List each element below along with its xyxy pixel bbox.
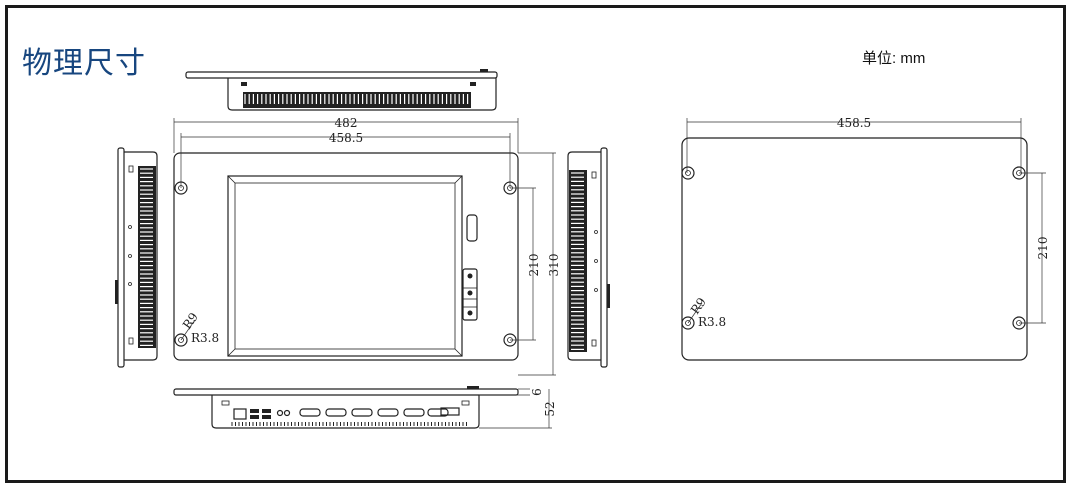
mounting-hole-icon: [681, 316, 695, 330]
bottom-view: 6 52: [173, 386, 557, 429]
dim-corner-radius: R9: [180, 310, 201, 332]
drawing-frame: [5, 5, 1066, 483]
mounting-hole-icon: [681, 166, 695, 180]
serial-port-icon: [351, 408, 373, 417]
serial-port-icon: [427, 408, 449, 417]
back-view: 458.5 210 R9 R3.8: [681, 116, 1050, 361]
dim-overall-depth: 52: [543, 401, 557, 416]
serial-port-icon: [299, 408, 321, 417]
lan-port-icon: [233, 408, 247, 420]
dim-hole-spacing-width: 458.5: [329, 131, 363, 145]
dim-hole-radius: R3.8: [191, 331, 219, 345]
mounting-hole-icon: [174, 333, 188, 347]
back-dim-corner-radius: R9: [688, 295, 709, 317]
dim-hole-spacing-height: 210: [527, 254, 541, 277]
dim-overall-height: 310: [547, 254, 561, 277]
top-view: [185, 69, 498, 111]
back-dim-hole-radius: R3.8: [698, 315, 726, 329]
dim-overall-width: 482: [335, 116, 358, 130]
control-buttons-panel: [462, 268, 478, 321]
mounting-holes: [681, 166, 1026, 330]
unit-label: 单位: mm: [862, 50, 926, 67]
serial-port-icon: [325, 408, 347, 417]
mounting-holes: [174, 181, 517, 347]
usb-port-icon: [466, 214, 478, 242]
heatsink-fins: [569, 170, 587, 352]
dim-bezel-thickness: 6: [530, 388, 544, 396]
left-side-view: [115, 147, 158, 368]
front-view: 482 458.5 210 310 R9 R3.8: [173, 116, 561, 376]
right-side-view: [567, 147, 610, 368]
page-title: 物理尺寸: [22, 46, 146, 81]
heatsink-fins: [243, 92, 471, 108]
heatsink-fins: [138, 166, 156, 348]
serial-port-icon: [403, 408, 425, 417]
com-ports: [299, 408, 449, 417]
back-dim-hole-spacing-width: 458.5: [837, 116, 871, 130]
serial-port-icon: [377, 408, 399, 417]
back-dim-hole-spacing-height: 210: [1036, 237, 1050, 260]
